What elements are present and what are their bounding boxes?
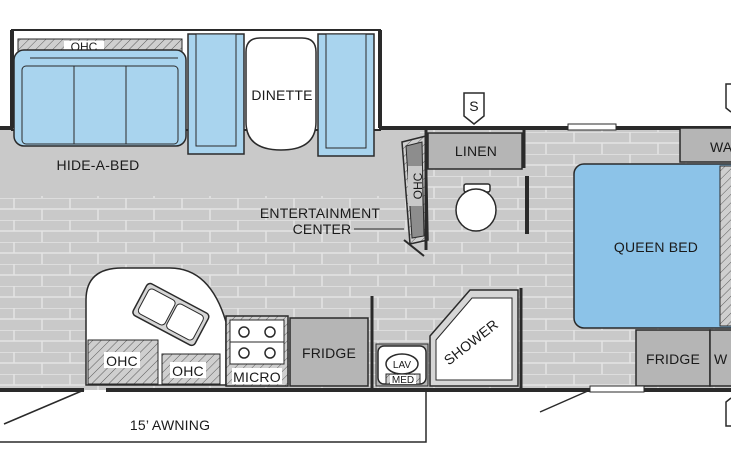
right-marker-top [725,83,731,113]
top-window [567,123,617,131]
wardrobe-top [679,127,731,163]
linen-cabinet [427,132,523,170]
wardrobe-top-label: WA [710,139,731,155]
lav-label: LAV [393,360,411,371]
med-label: MED [392,375,414,386]
dinette-label: DINETTE [251,87,312,103]
dinette [187,33,375,157]
wardrobe-bottom [709,329,731,387]
queen-bed-label: QUEEN BED [614,239,698,255]
ohc-kitchen-left-label: OHC [106,353,138,369]
entertainment-center-label-1: ENTERTAINMENT [260,205,381,221]
ohc-kitchen-left-bg [104,352,140,368]
entry-step-right [539,389,591,413]
fridge-kitchen-label: FRIDGE [302,345,356,361]
ohc-side-label-bg [408,166,422,206]
med-label-bg [390,375,416,384]
micro-label: MICRO [233,369,281,385]
ohc-side-label: OHC [411,172,425,199]
awning-outline [0,392,427,443]
right-marker-bottom [725,397,731,427]
linen-label: LINEN [455,143,497,159]
bottom-window [589,385,645,393]
s-marker-label: S [469,98,479,114]
ohc-kitchen-right-bg [170,362,206,378]
entertainment-center-label-2: CENTER [293,221,352,237]
shower [429,289,519,387]
hide-a-bed-sofa [13,49,187,147]
s-marker [463,92,485,125]
entry-step-left [3,389,85,425]
toilet [455,183,497,232]
hide-a-bed-label: HIDE-A-BED [57,157,140,173]
ohc-kitchen-right-label: OHC [172,363,204,379]
micro-label-bg [232,368,282,384]
wardrobe-bottom-label: W [714,351,728,367]
queen-bed [573,163,731,329]
awning-label: 15’ AWNING [130,417,210,433]
kitchen-sink [132,282,210,347]
fridge-kitchen [289,317,369,387]
fridge-bedroom-label: FRIDGE [646,351,700,367]
